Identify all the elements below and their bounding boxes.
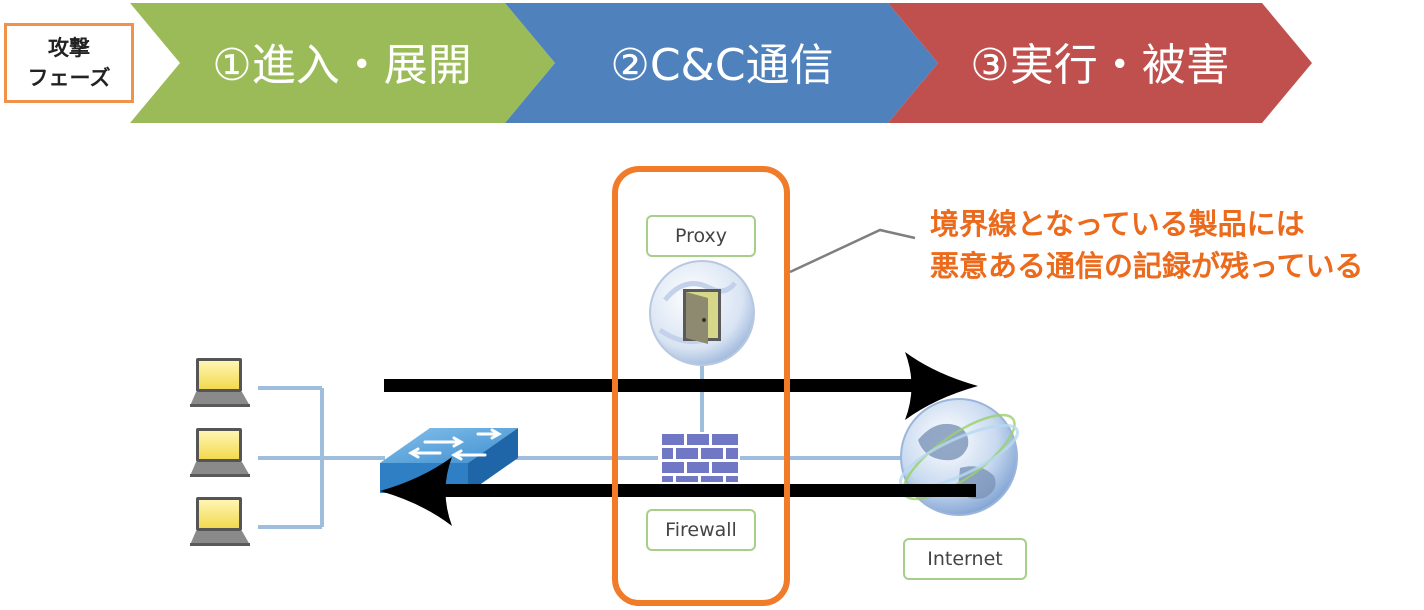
- callout-leader-line: [789, 228, 916, 274]
- firewall-label: Firewall: [646, 509, 756, 551]
- laptop-icon: [190, 358, 250, 407]
- internet-label: Internet: [903, 538, 1027, 580]
- callout-line2: 悪意ある通信の記録が残っている: [930, 249, 1364, 283]
- laptop-icon: [190, 497, 250, 546]
- firewall-label-text: Firewall: [665, 519, 737, 541]
- internet-globe-icon: [898, 398, 1020, 516]
- phase-label-2: ②C&C通信: [610, 40, 833, 91]
- laptop-icon: [190, 428, 250, 477]
- network-links: [258, 362, 910, 529]
- callout-text: 境界線となっている製品には 悪意ある通信の記録が残っている: [930, 203, 1364, 287]
- phase-chevron-3: [888, 3, 1312, 123]
- internet-label-text: Internet: [927, 548, 1003, 570]
- firewall-icon: [660, 432, 740, 484]
- phase-label-3: ③実行・被害: [970, 40, 1229, 91]
- attack-phase-label-line1: 攻撃: [48, 36, 90, 60]
- outbound-traffic-arrow: [384, 352, 978, 420]
- inbound-traffic-arrow: [380, 457, 976, 526]
- phase-chevron-1: [130, 3, 555, 123]
- phase-chevron-2: [505, 3, 938, 123]
- proxy-label: Proxy: [646, 215, 756, 257]
- phase-label-1: ①進入・展開: [212, 40, 471, 91]
- callout-line1: 境界線となっている製品には: [930, 207, 1305, 241]
- proxy-server-icon: [649, 260, 755, 366]
- proxy-label-text: Proxy: [674, 225, 728, 247]
- boundary-highlight: [612, 166, 790, 606]
- attack-phase-label-line2: フェーズ: [27, 66, 111, 90]
- attack-phase-label: 攻撃 フェーズ: [4, 23, 134, 103]
